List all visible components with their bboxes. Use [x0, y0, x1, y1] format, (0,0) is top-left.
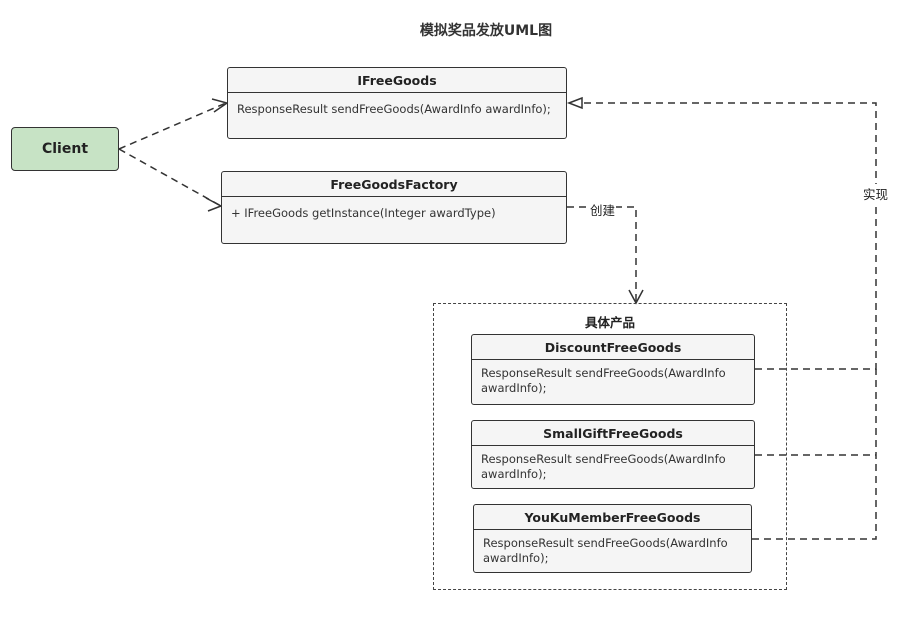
client-node[interactable]: Client: [11, 127, 119, 171]
youku-implements-line: [752, 369, 877, 540]
client-label: Client: [41, 141, 89, 157]
factory-create-arrow: [567, 206, 637, 302]
class-method: ResponseResult sendFreeGoods(AwardInfo a…: [237, 102, 551, 116]
class-name: DiscountFreeGoods: [472, 335, 754, 360]
smallgiftfreegoods-class[interactable]: SmallGiftFreeGoods ResponseResult sendFr…: [471, 420, 755, 489]
discount-implements-line: [582, 102, 877, 370]
diagram-title: 模拟奖品发放UML图: [419, 23, 553, 39]
open-arrowhead-factory: [205, 197, 223, 212]
class-name: SmallGiftFreeGoods: [472, 421, 754, 446]
youkumemberfreegoods-class[interactable]: YouKuMemberFreeGoods ResponseResult send…: [473, 504, 752, 573]
class-method: ResponseResult sendFreeGoods(AwardInfo a…: [481, 452, 726, 481]
discountfreegoods-class[interactable]: DiscountFreeGoods ResponseResult sendFre…: [471, 334, 755, 405]
class-name: YouKuMemberFreeGoods: [474, 505, 751, 530]
create-label: 创建: [589, 200, 617, 219]
hollow-triangle-arrowhead: [566, 96, 583, 110]
class-name: IFreeGoods: [228, 68, 566, 93]
freegoodsfactory-class[interactable]: FreeGoodsFactory + IFreeGoods getInstanc…: [221, 171, 567, 244]
group-label: 具体产品: [584, 315, 635, 330]
client-to-factory-dependency: [118, 148, 222, 207]
implement-label: 实现: [862, 184, 890, 203]
concrete-products-group: 具体产品: [433, 303, 787, 590]
class-method: + IFreeGoods getInstance(Integer awardTy…: [231, 206, 496, 220]
class-method: ResponseResult sendFreeGoods(AwardInfo a…: [483, 536, 728, 565]
ifreegoods-interface[interactable]: IFreeGoods ResponseResult sendFreeGoods(…: [227, 67, 567, 139]
client-to-interface-dependency: [118, 102, 227, 150]
class-name: FreeGoodsFactory: [222, 172, 566, 197]
class-method: ResponseResult sendFreeGoods(AwardInfo a…: [481, 366, 726, 395]
